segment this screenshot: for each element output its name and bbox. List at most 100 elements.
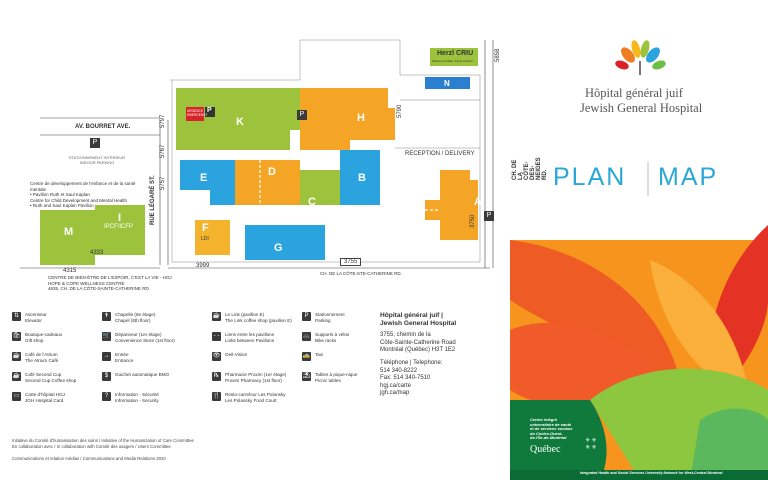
quebec-logo: Québec: [530, 444, 561, 455]
num-3755: 3755: [340, 258, 362, 266]
building-f-sub: LDI: [201, 236, 209, 242]
parking-icon: P: [90, 138, 100, 148]
building-f[interactable]: F: [202, 222, 209, 234]
num-3999: 3999: [196, 263, 210, 269]
building-h[interactable]: H: [357, 112, 365, 124]
footer-line1: Initiative du Comité d'humanisation des …: [12, 438, 194, 443]
building-k[interactable]: K: [236, 116, 244, 128]
cover-panel: Hôpital général juif Jewish General Hosp…: [500, 0, 768, 480]
chapel-icon: ✝: [102, 312, 111, 321]
parking-icon: P: [302, 312, 311, 321]
legend-item-link: ☕Le Link (pavillon E)The Link coffee sho…: [212, 312, 292, 323]
store-icon: 🛒: [102, 332, 111, 341]
card-icon: ▭: [12, 392, 21, 401]
title-map: MAP: [658, 163, 719, 191]
legend-text: Pharmacie Proxim (1er étage)Proxim Pharm…: [225, 372, 287, 383]
building-d[interactable]: D: [268, 166, 276, 178]
security-icon: ?: [102, 392, 111, 401]
picnic-icon: ⛱: [302, 372, 311, 381]
num-5797: 5797: [160, 114, 166, 128]
herzl-name: Herzl CRIU: [437, 50, 474, 57]
legend-text: Chapelle (6e étage)Chapel (6th floor): [115, 312, 156, 323]
building-a[interactable]: A: [474, 196, 482, 208]
oeil-icon: 👁: [212, 352, 221, 361]
parking-h-icon: P: [297, 110, 307, 120]
website-fr[interactable]: hgj.ca/carte: [380, 382, 412, 389]
brand-fr: Hôpital général juif: [585, 86, 683, 100]
footer-line2: En collaboration avec / In collaboration…: [12, 444, 171, 449]
num-4315: 4315: [63, 268, 77, 274]
gift-icon: 🛍: [12, 332, 21, 341]
website-en[interactable]: jgh.ca/map: [380, 390, 410, 397]
telephone-label: Téléphone | Telephone:: [380, 359, 443, 366]
address-line3: Montréal (Québec) H3T 1E2: [380, 347, 456, 354]
link-icon: ☕: [212, 312, 221, 321]
legend-text: Dépanneur (1er étage)Convenience Store (…: [115, 332, 175, 343]
atm-icon: $: [102, 372, 111, 381]
building-e[interactable]: E: [200, 172, 208, 184]
building-i[interactable]: I: [118, 212, 122, 224]
fleur-de-lys-icon: ⚜⚜⚜⚜: [585, 438, 598, 451]
telephone-number[interactable]: 514 340-8222: [380, 367, 418, 374]
building-g[interactable]: G: [274, 242, 283, 254]
emergency-parking-icon: P: [207, 107, 212, 114]
legend-item-pharmacy: ℞ Pharmacie Proxim (1er étage)Proxim Phar…: [212, 372, 286, 383]
entrance-icon: →: [102, 352, 111, 361]
street-cote-ste-catherine: CH. DE LA CÔTE-STE-CATHERINE RD.: [320, 271, 402, 276]
building-m[interactable]: M: [64, 226, 74, 238]
second-cup-icon: ☕: [12, 372, 21, 381]
num-5790: 5790: [397, 104, 403, 118]
address-line2: Côte-Sainte-Catherine Road: [380, 339, 456, 346]
building-c[interactable]: C: [308, 196, 316, 208]
ciusss-text: Centre intégré universitaire de santé et…: [530, 417, 573, 441]
parking-a-icon: P: [484, 211, 494, 221]
reception-delivery: RECEPTION / DELIVERY: [405, 151, 475, 157]
street-bourret: AV. BOURRET AVE.: [75, 124, 131, 130]
num-5757: 5757: [160, 176, 166, 190]
address-name-en: Jewish General Hospital: [380, 319, 457, 327]
address-name-fr: Hôpital général juif |: [380, 312, 444, 319]
hospital-address: Hôpital général juif | Jewish General Ho…: [380, 312, 490, 398]
building-i-sub: IPCF/ICFP: [104, 224, 134, 230]
atrium-cafe-icon: ☕: [12, 352, 21, 361]
bike-icon: 🚲: [302, 332, 311, 341]
pharmacy-icon: ℞: [212, 372, 221, 381]
wellness-centre: CENTRE DE BIEN-ÊTRE DE L'ESPOIR, C'EST L…: [48, 275, 172, 291]
legend-item-store: 🛒 Dépanneur (1er étage)Convenience Store …: [102, 332, 175, 343]
jgh-logo: [615, 40, 666, 75]
pavilion-link-icon: - -: [212, 332, 221, 341]
brand-en: Jewish General Hospital: [580, 101, 703, 115]
fax-number: Fax: 514 340-7510: [380, 375, 431, 382]
legend-item-atm: $Guichet automatique BMO: [102, 372, 169, 381]
legend-item-oeil: 👁Oeil-Vision: [212, 352, 247, 361]
building-b[interactable]: B: [358, 172, 366, 184]
title-plan: PLAN: [553, 163, 627, 191]
num-3750: 3750: [470, 214, 476, 228]
child-development-centre: Centre de développement de l'enfance et …: [30, 181, 136, 208]
legend-item-taxi: 🚕Taxi: [302, 352, 323, 361]
legend-text: Taxi: [315, 352, 324, 357]
street-legare: RUE LÉGARÉ ST.: [150, 175, 156, 225]
